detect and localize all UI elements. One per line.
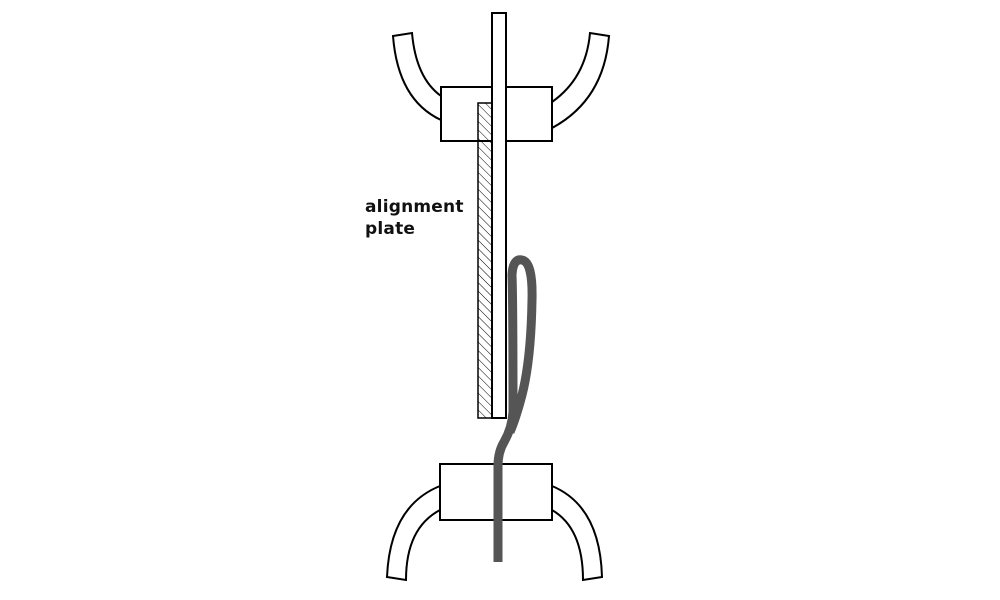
bottom-right-arm	[551, 484, 604, 582]
top-left-arm	[391, 31, 442, 122]
bottom-left-arm	[385, 484, 441, 582]
alignment-plate-label: alignment plate	[365, 196, 464, 240]
cable	[493, 255, 537, 562]
top-right-arm	[551, 31, 611, 130]
label-line-2: plate	[365, 219, 416, 239]
vertical-rod	[491, 12, 507, 419]
label-line-1: alignment	[365, 197, 464, 217]
alignment-plate	[477, 102, 493, 419]
